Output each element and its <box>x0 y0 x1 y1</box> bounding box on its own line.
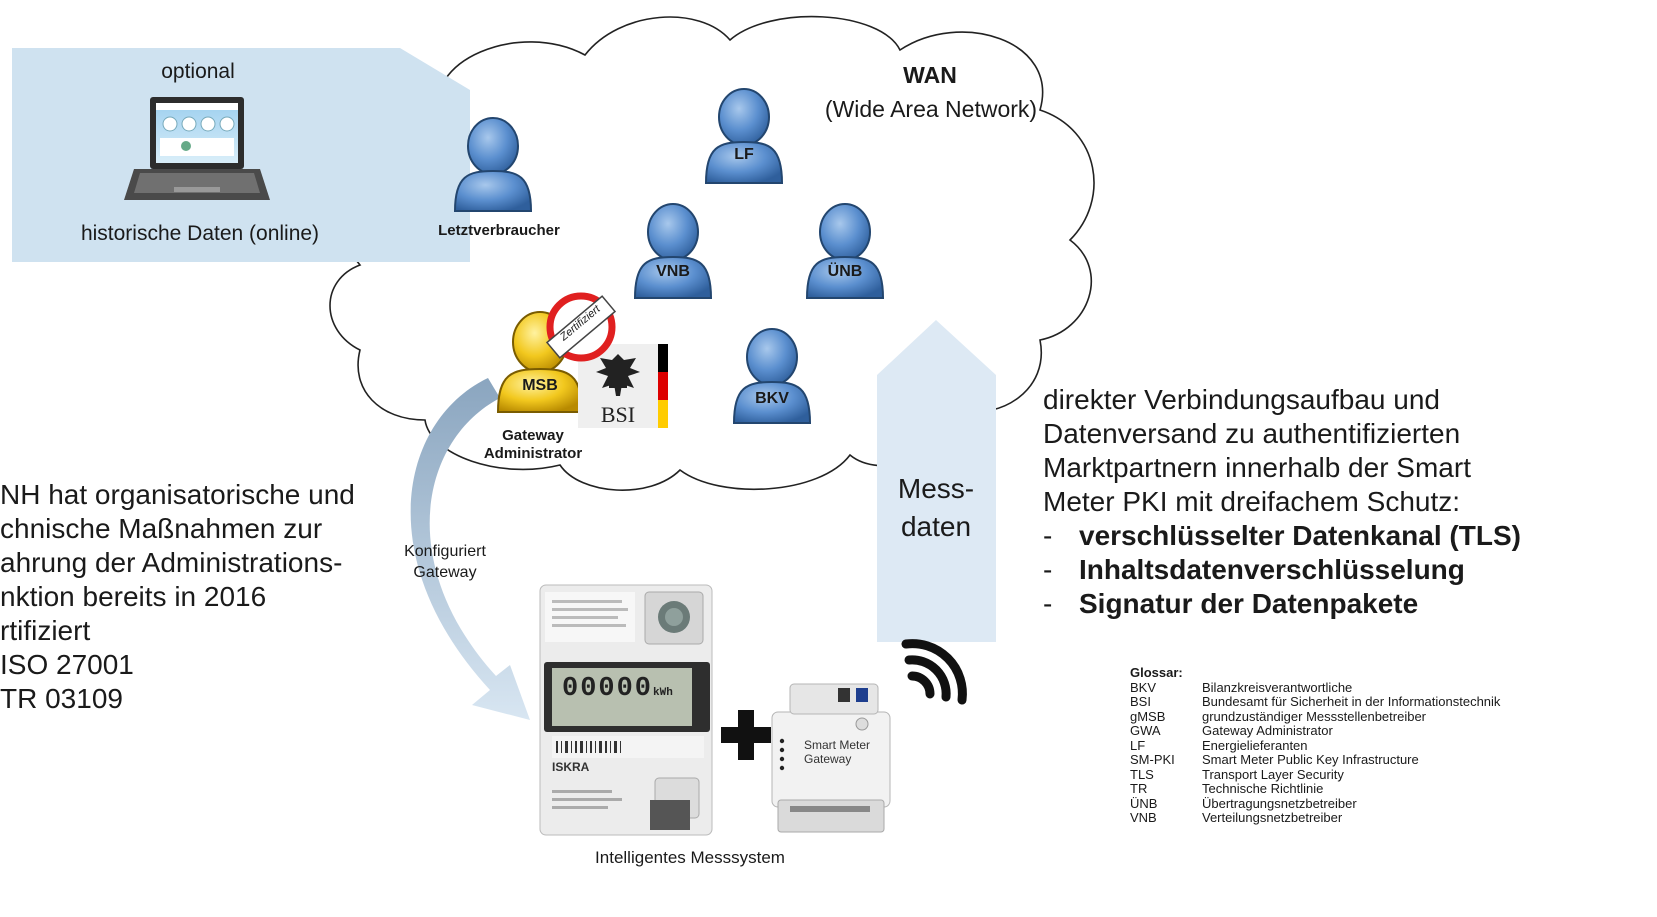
person-letztverbraucher <box>453 117 533 212</box>
konfiguriert-gateway-label: Konfiguriert Gateway <box>404 543 486 581</box>
laptop-icon <box>124 97 270 200</box>
person-label-unb: ÜNB <box>827 263 863 280</box>
plus-icon <box>721 710 771 760</box>
person-unb <box>805 203 885 299</box>
bsi-text: BSI <box>600 402 636 427</box>
right-description: direkter Verbindungsaufbau und Datenvers… <box>1043 383 1653 621</box>
protection-item: -Inhaltsdatenverschlüsselung <box>1043 554 1465 585</box>
person-label-msb: MSB <box>522 377 558 394</box>
smart-meter-device <box>539 584 713 836</box>
gateway-administrator-label: Gateway Administrator <box>483 427 583 462</box>
person-label-vnb: VNB <box>656 263 690 280</box>
device-caption: Intelligentes Messsystem <box>595 848 785 867</box>
letztverbraucher-label: Letztverbraucher <box>438 222 560 239</box>
person-label-bkv: BKV <box>755 390 789 407</box>
person-bkv <box>732 328 812 424</box>
optional-label: optional <box>161 60 235 83</box>
zertifiziert-stamp-icon <box>545 292 617 362</box>
protection-item: -Signatur der Datenpakete <box>1043 588 1419 619</box>
meter-display: 00000kWh <box>562 674 673 704</box>
wan-subtitle: (Wide Area Network) <box>824 96 1038 122</box>
protection-item: -verschlüsselter Datenkanal (TLS) <box>1043 520 1521 551</box>
messdaten-label: Mess- daten <box>897 473 975 542</box>
gateway-device <box>771 683 891 833</box>
person-vnb <box>633 203 713 299</box>
left-description: NH hat organisatorische und chnische Maß… <box>0 479 355 714</box>
historische-daten-label: historische Daten (online) <box>80 222 320 245</box>
messdaten-arrow <box>877 320 996 642</box>
meter-brand: ISKRA <box>552 760 590 774</box>
gateway-device-label: Smart Meter Gateway <box>804 738 871 766</box>
person-lf <box>704 88 784 184</box>
konfiguriert-arrow <box>410 378 530 720</box>
person-label-lf: LF <box>734 146 754 163</box>
wan-title: WAN <box>903 62 957 88</box>
glossar-title: Glossar: <box>1130 665 1183 680</box>
wireless-signal-icon <box>901 639 967 705</box>
